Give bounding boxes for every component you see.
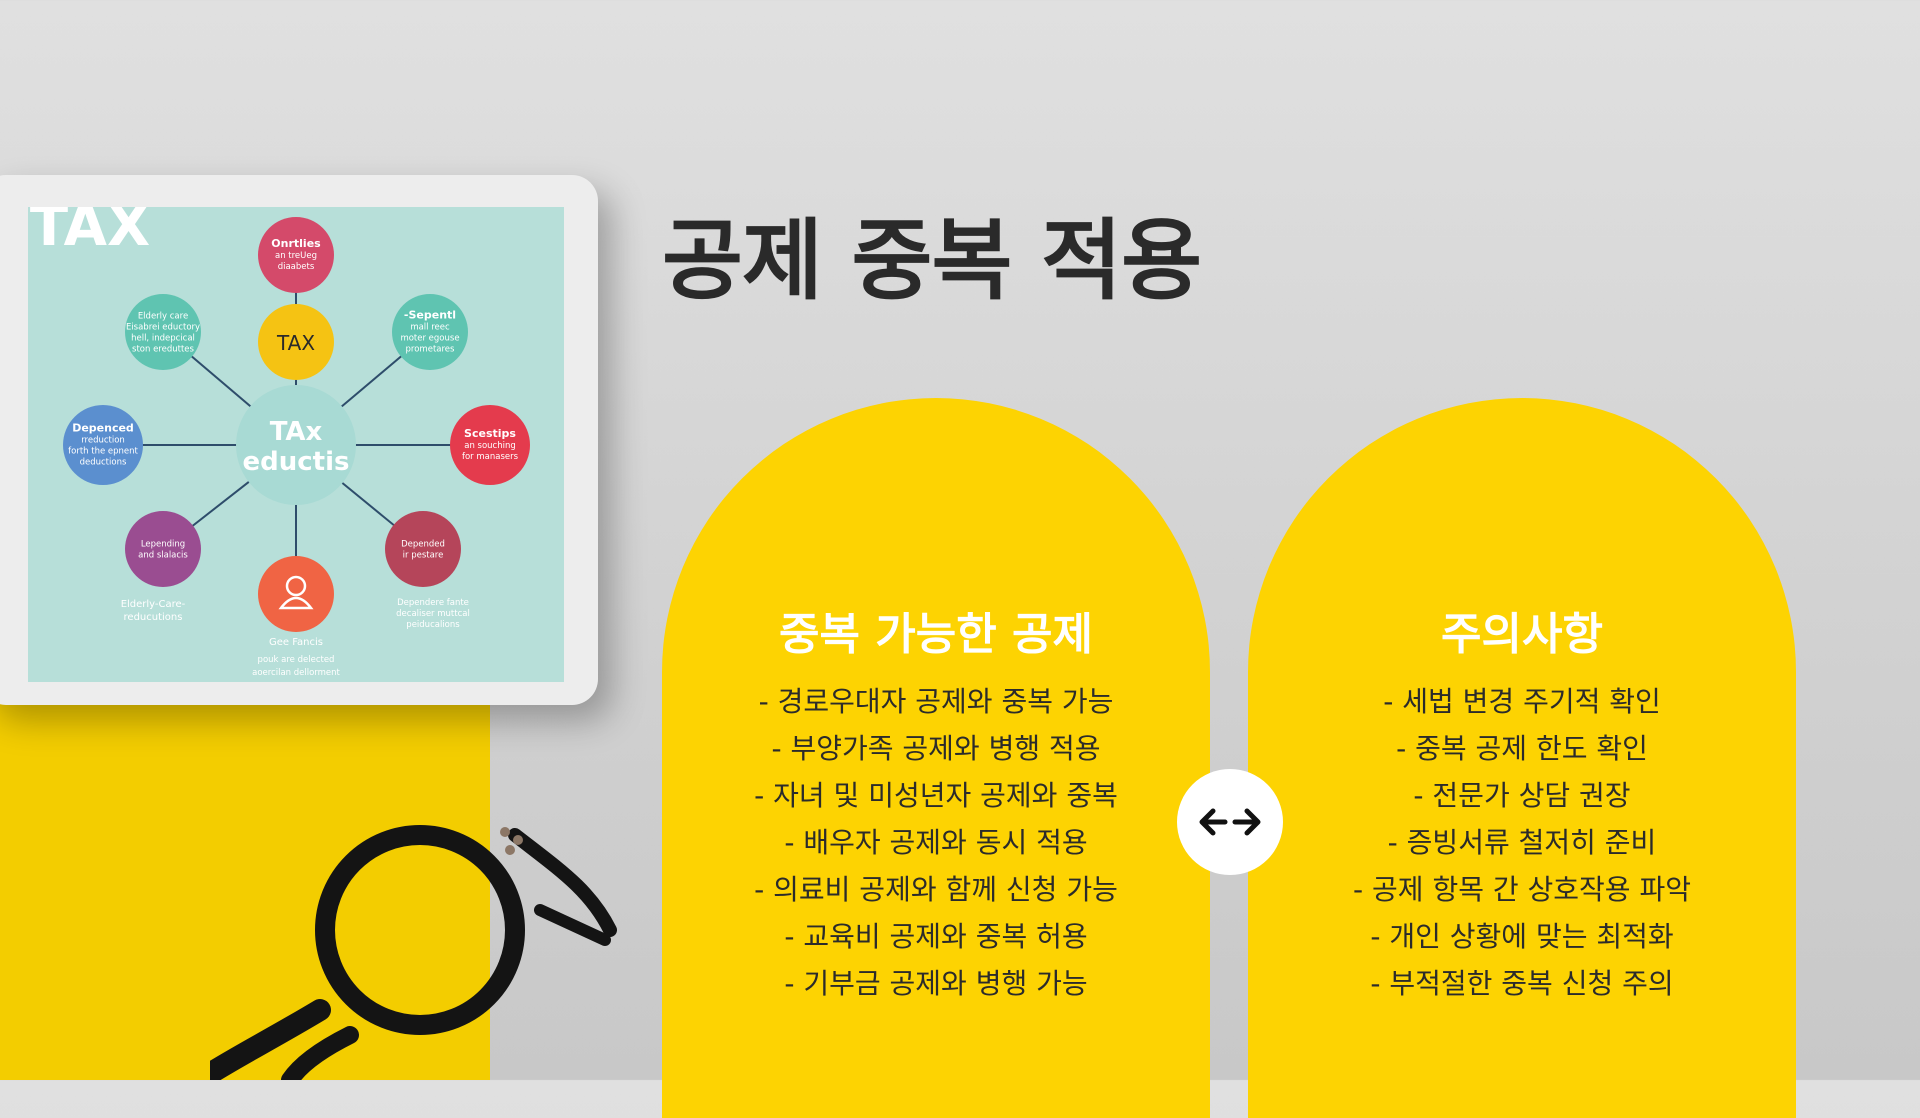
diagram-node-text: prometares [406, 345, 455, 355]
diagram-node-text: TAX [276, 331, 315, 355]
diagram-node-text: -Sepentl [404, 309, 456, 322]
list-item: - 부양가족 공제와 병행 적용 [771, 732, 1101, 765]
diagram-node-text: forth the epnent [68, 447, 138, 457]
diagram-node [385, 511, 461, 587]
deduction-list: - 경로우대자 공제와 중복 가능 - 부양가족 공제와 병행 적용 - 자녀 … [662, 678, 1210, 1007]
list-item: - 증빙서류 철저히 준비 [1387, 826, 1657, 859]
cautions-card: 주의사항 - 세법 변경 주기적 확인 - 중복 공제 한도 확인 - 전문가 … [1248, 398, 1796, 1118]
diagram-node [258, 304, 334, 380]
diagram-node-text: an souching [464, 441, 516, 451]
diagram-node-text: hell, indepcical [131, 334, 195, 344]
diagram-node-text: Depended [401, 540, 445, 550]
diagram-node-text: deductions [80, 458, 127, 468]
diagram-node-text: ir pestare [403, 551, 444, 561]
diagram-node-text: ston ereduttes [132, 345, 194, 355]
diagram-header-text: TAX [30, 207, 150, 259]
diagram-node [450, 405, 530, 485]
list-item: - 의료비 공제와 함께 신청 가능 [754, 873, 1118, 906]
diagram-caption: reducutions [124, 612, 183, 623]
diagram-caption: pouk are delected [258, 655, 335, 665]
list-item: - 기부금 공제와 병행 가능 [784, 967, 1088, 1000]
diagram-node-text: Elderly care [138, 312, 188, 322]
diagram-node-text: Depenced [72, 422, 134, 435]
list-item: - 부적절한 중복 신청 주의 [1370, 967, 1674, 1000]
diagram-node-text: rreduction [81, 436, 125, 446]
list-item: - 세법 변경 주기적 확인 [1383, 685, 1661, 718]
caution-list: - 세법 변경 주기적 확인 - 중복 공제 한도 확인 - 전문가 상담 권장… [1248, 678, 1796, 1007]
diagram-caption: Dependere fante [397, 598, 469, 608]
list-item: - 배우자 공제와 동시 적용 [784, 826, 1088, 859]
diagram-node-text: mall reec [410, 323, 450, 333]
overlapping-deductions-card: 중복 가능한 공제 - 경로우대자 공제와 중복 가능 - 부양가족 공제와 병… [662, 398, 1210, 1118]
diagram-caption: aoercilan dellorment [252, 668, 340, 678]
diagram-node-text: Scestips [464, 427, 516, 440]
diagram-center-node [236, 385, 356, 505]
list-item: - 전문가 상담 권장 [1413, 779, 1631, 812]
person-icon [278, 575, 314, 610]
list-item: - 교육비 공제와 중복 허용 [784, 920, 1088, 953]
slide-title: 공제 중복 적용 [662, 209, 1202, 312]
diagram-node-text: Onrtlies [271, 237, 321, 250]
list-item: - 경로우대자 공제와 중복 가능 [758, 685, 1114, 718]
diagram-caption: decaliser muttcal [396, 609, 470, 619]
left-right-arrow-icon [1199, 808, 1261, 836]
diagram-node [63, 405, 143, 485]
diagram-node-text: and slalacis [138, 551, 188, 561]
eyeglasses-image [210, 825, 617, 1080]
list-item: - 개인 상황에 맞는 최적화 [1370, 920, 1674, 953]
diagram-node [125, 294, 201, 370]
diagram-center-text: TAx [270, 417, 323, 447]
diagram-node-text: an treUeg [275, 251, 317, 261]
list-item: - 공제 항목 간 상호작용 파악 [1353, 873, 1691, 906]
diagram-node-text: Lepending [141, 540, 185, 550]
diagram-node [125, 511, 201, 587]
connector-circle [1177, 769, 1283, 875]
list-item: - 자녀 및 미성년자 공제와 중복 [754, 779, 1118, 812]
card-heading: 주의사항 [1441, 609, 1603, 660]
diagram-caption: Elderly-Care- [121, 599, 186, 610]
card-heading: 중복 가능한 공제 [779, 609, 1093, 660]
diagram-node-text: for manasers [462, 452, 519, 462]
list-item: - 중복 공제 한도 확인 [1396, 732, 1648, 765]
diagram-center-text: eductis [243, 447, 350, 477]
diagram-node-text: Eisabrei eductory [126, 323, 200, 333]
diagram-node [258, 217, 334, 293]
diagram-caption: peiducalions [406, 620, 460, 630]
diagram-node-text: diaabets [278, 262, 315, 272]
diagram-node-text: moter egouse [400, 334, 459, 344]
diagram-node [392, 294, 468, 370]
diagram-caption: Gee Fancis [269, 637, 323, 648]
